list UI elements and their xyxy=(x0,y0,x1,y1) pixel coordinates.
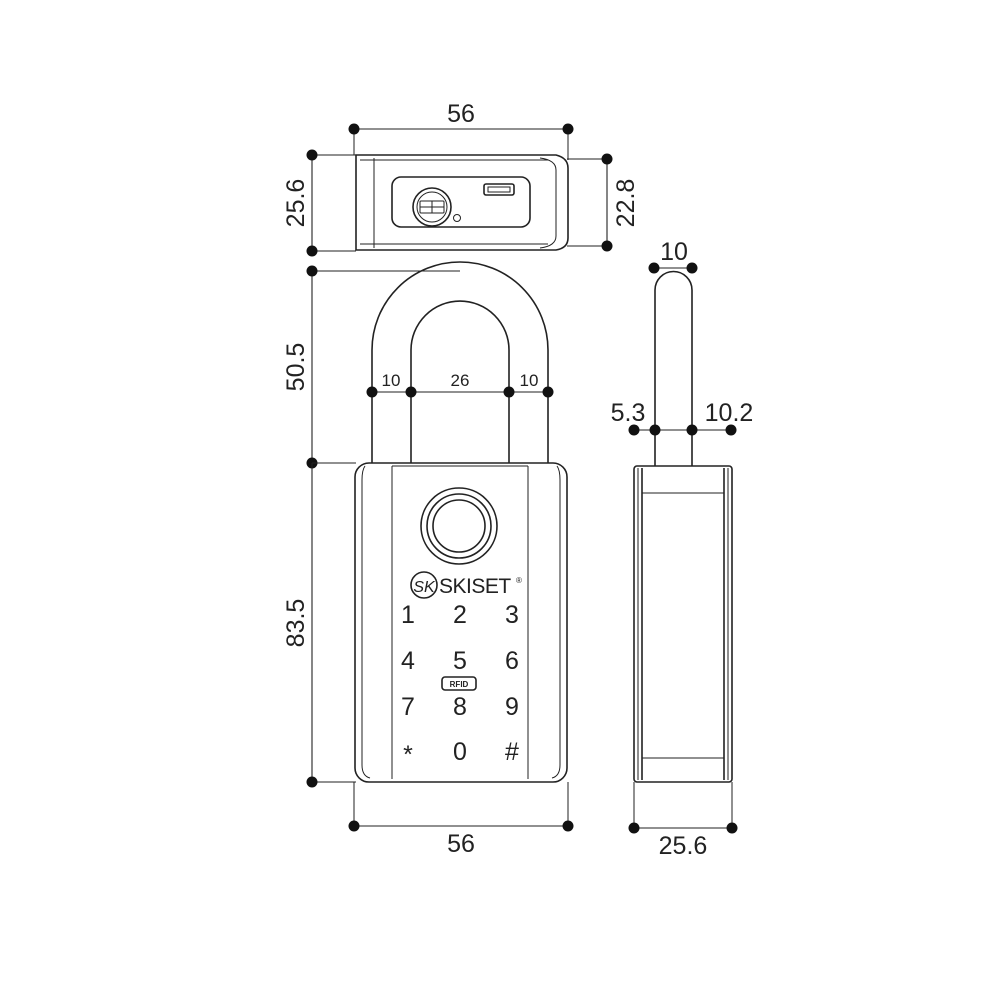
shackle-gap-label: 26 xyxy=(451,371,470,390)
shackle-leg-right-label: 10 xyxy=(520,371,539,390)
body-width-label: 56 xyxy=(447,830,475,858)
side-offset-right-label: 10.2 xyxy=(705,399,754,427)
key-6[interactable]: 6 xyxy=(505,647,519,675)
side-offset-left-label: 5.3 xyxy=(611,399,646,427)
key-9[interactable]: 9 xyxy=(505,693,519,721)
key-5[interactable]: 5 xyxy=(453,647,467,675)
key-star[interactable]: * xyxy=(403,741,413,769)
rfid-label: RFID xyxy=(450,680,469,689)
key-8[interactable]: 8 xyxy=(453,693,467,721)
shackle-leg-left-label: 10 xyxy=(382,371,401,390)
key-hash[interactable]: # xyxy=(505,738,519,766)
side-shackle-width-label: 10 xyxy=(660,238,688,266)
logo-mark: SK xyxy=(413,579,436,596)
rfid-badge: RFID xyxy=(441,676,477,691)
top-depth-outer-label: 25.6 xyxy=(282,179,310,228)
top-view: 56 25.6 22.8 xyxy=(282,100,640,257)
fingerprint-sensor-icon xyxy=(420,487,498,565)
key-4[interactable]: 4 xyxy=(401,647,415,675)
side-depth-label: 25.6 xyxy=(659,832,708,860)
shackle-height-label: 50.5 xyxy=(282,343,310,392)
side-view: 10 5.3 10.2 25.6 xyxy=(611,238,754,860)
front-view: 50.5 83.5 10 26 10 xyxy=(282,261,574,858)
top-depth-inner-label: 22.8 xyxy=(612,179,640,228)
registered-mark: ® xyxy=(516,576,522,585)
key-1[interactable]: 1 xyxy=(401,601,415,629)
key-7[interactable]: 7 xyxy=(401,693,415,721)
top-width-label: 56 xyxy=(447,100,475,128)
body-height-label: 83.5 xyxy=(282,599,310,648)
brand-name: SKISET xyxy=(439,575,511,598)
keypad: 1 2 3 4 5 6 7 8 9 * 0 # RFID xyxy=(401,601,519,769)
key-2[interactable]: 2 xyxy=(453,601,467,629)
brand-logo: SK SKISET ® xyxy=(410,571,522,599)
key-0[interactable]: 0 xyxy=(453,738,467,766)
key-3[interactable]: 3 xyxy=(505,601,519,629)
